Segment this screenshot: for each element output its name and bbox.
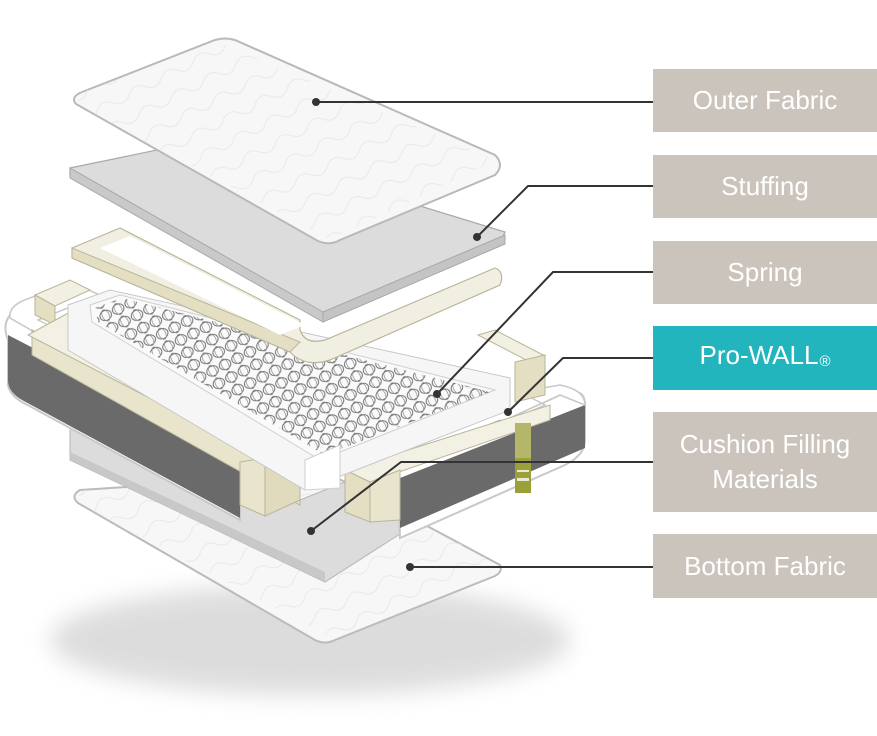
label-cushion-filling[interactable]: Cushion Filling Materials — [653, 412, 877, 512]
leader-pro-wall — [507, 357, 653, 413]
label-text: Spring — [727, 257, 803, 287]
label-outer-fabric[interactable]: Outer Fabric — [653, 69, 877, 132]
label-pro-wall[interactable]: Pro-WALL® — [653, 326, 877, 390]
label-text: Outer Fabric — [692, 85, 838, 115]
label-text: Bottom Fabric — [684, 550, 846, 581]
leader-dots — [307, 98, 512, 571]
upper-foam-frame — [71, 227, 503, 364]
label-stuffing[interactable]: Stuffing — [653, 155, 877, 218]
leader-cushion — [310, 461, 653, 532]
label-spring[interactable]: Spring — [653, 241, 877, 304]
label-main-text: Pro-WALL — [699, 339, 819, 370]
registered-mark: ® — [819, 352, 831, 370]
label-text: Pro-WALL® — [699, 338, 830, 379]
leader-stuffing — [476, 185, 653, 238]
leader-spring — [436, 271, 653, 395]
spring-layer — [67, 289, 511, 491]
label-text: Cushion Filling Materials — [679, 429, 851, 494]
leader-lines — [310, 101, 653, 568]
stuffing-layer — [69, 139, 506, 323]
pro-wall-tag — [515, 423, 531, 493]
floor-shadow — [50, 585, 570, 695]
outer-fabric-layer — [73, 37, 501, 245]
label-text: Stuffing — [721, 171, 809, 201]
label-bottom-fabric[interactable]: Bottom Fabric — [653, 534, 877, 598]
